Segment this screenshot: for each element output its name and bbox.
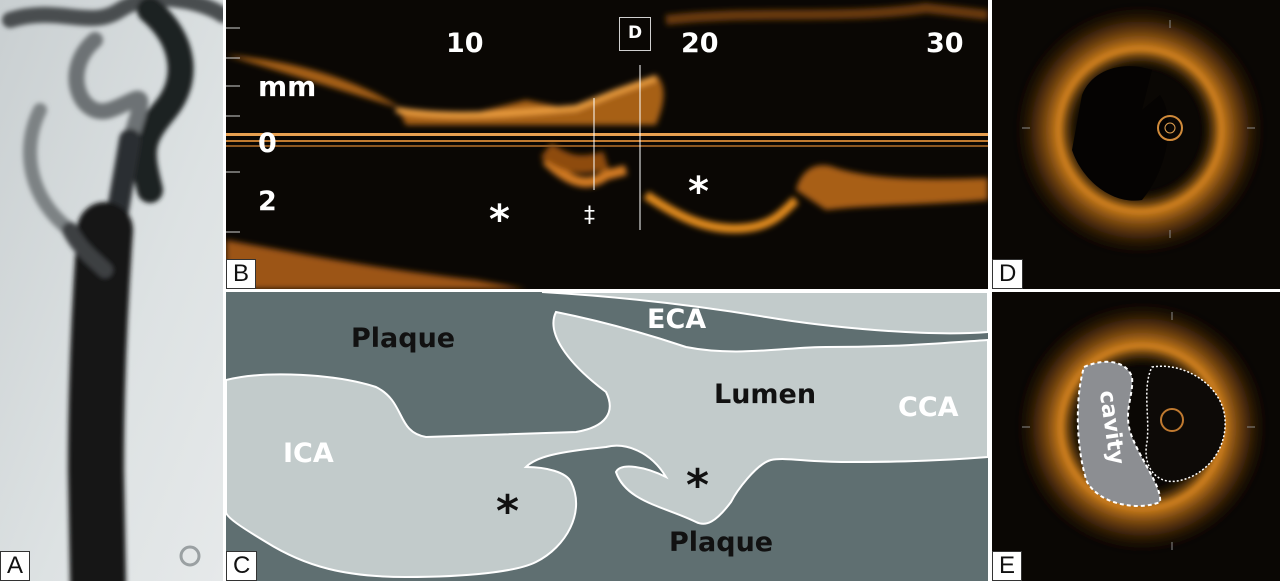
x-tick-10: 10 bbox=[446, 28, 484, 59]
panel-e-annotated-cross-section: cavity E bbox=[992, 292, 1280, 581]
label-ica: ICA bbox=[283, 438, 334, 469]
asterisk-left: * bbox=[496, 486, 520, 537]
y-tick-0: 0 bbox=[258, 128, 277, 159]
panel-b-label: B bbox=[226, 259, 257, 289]
x-tick-30: 30 bbox=[926, 28, 964, 59]
y-tick-2: 2 bbox=[258, 186, 277, 217]
panel-d-label: D bbox=[992, 259, 1024, 289]
schematic-diagram bbox=[226, 292, 988, 581]
label-eca: ECA bbox=[647, 304, 707, 335]
label-lumen: Lumen bbox=[714, 379, 817, 410]
panel-b-longitudinal-oct: 10 20 30 mm 0 2 D * * ‡ B bbox=[226, 0, 988, 289]
label-plaque-bottom: Plaque bbox=[669, 527, 774, 558]
oct-longitudinal-image bbox=[226, 0, 988, 289]
oct-annotated-image bbox=[992, 292, 1280, 581]
panel-c-schematic: Plaque ECA Lumen CCA ICA Plaque * * C bbox=[226, 292, 988, 581]
panel-a-label: A bbox=[0, 551, 31, 581]
unit-label: mm bbox=[258, 70, 317, 103]
d-marker-box: D bbox=[619, 17, 651, 51]
label-plaque-top: Plaque bbox=[351, 323, 456, 354]
angiogram-image bbox=[0, 0, 223, 581]
oct-cross-section-image bbox=[992, 0, 1280, 289]
asterisk-right: * bbox=[688, 169, 709, 215]
panel-a-angiogram: A bbox=[0, 0, 223, 581]
label-cca: CCA bbox=[898, 392, 959, 423]
panel-d-cross-section-oct: D bbox=[992, 0, 1280, 289]
x-tick-20: 20 bbox=[681, 28, 719, 59]
panel-c-label: C bbox=[226, 551, 258, 581]
asterisk-left: * bbox=[489, 197, 510, 243]
asterisk-right: * bbox=[686, 460, 710, 511]
dagger-mark: ‡ bbox=[584, 203, 595, 228]
panel-e-label: E bbox=[992, 551, 1023, 581]
